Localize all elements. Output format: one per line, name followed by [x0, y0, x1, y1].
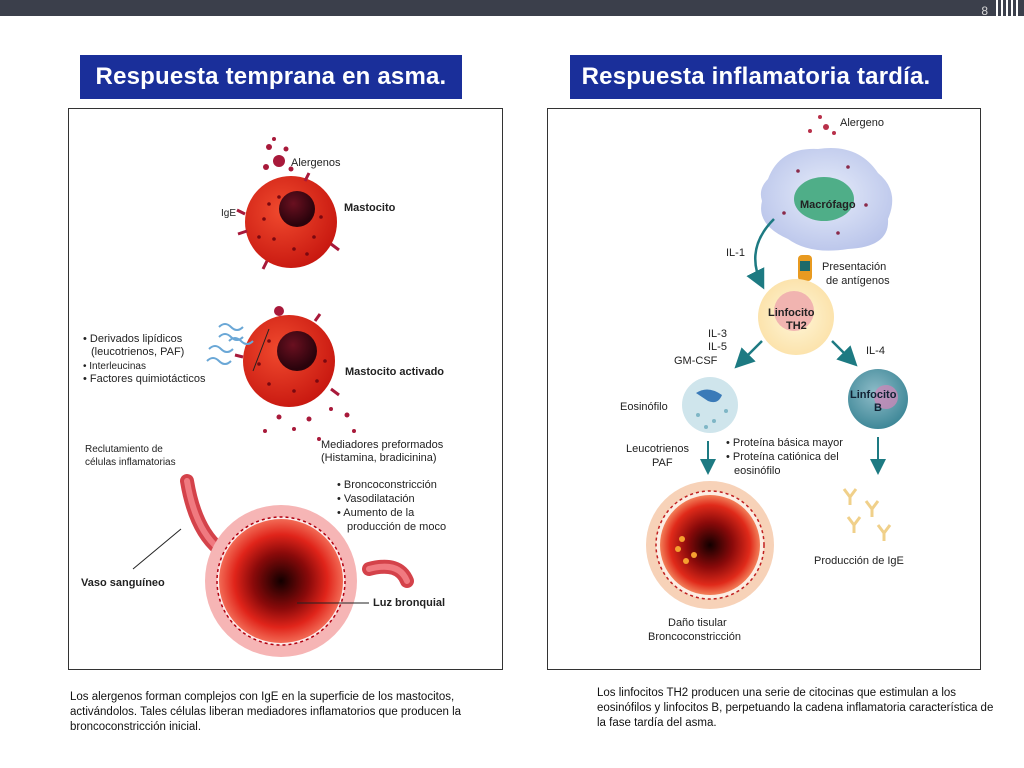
right-title: Respuesta inflamatoria tardía. — [570, 55, 942, 99]
late-response-diagram — [646, 115, 908, 609]
label-factores: • Factores quimiotácticos — [83, 373, 206, 385]
label-efecto-2: • Vasodilatación — [337, 493, 415, 505]
arrow-to-bcell — [831, 340, 858, 367]
label-gmcsf: GM-CSF — [674, 355, 718, 367]
eosinophil — [682, 377, 738, 433]
early-response-panel: Alergenos IgE Mastocito • Derivados lipí… — [68, 108, 503, 670]
antigen-presentation — [798, 255, 812, 281]
label-proteina-3: eosinófilo — [734, 465, 781, 477]
b-lymphocyte — [848, 369, 908, 429]
page-number: 8 — [981, 4, 988, 18]
activated-mast-cell — [206, 306, 356, 441]
late-response-panel: Alergeno Macrófago IL-1 Presentación de … — [547, 108, 981, 670]
label-efecto-3: • Aumento de la — [337, 507, 415, 519]
arrow-to-eosinophil — [734, 340, 763, 369]
label-derivados-1: • Derivados lipídicos — [83, 333, 183, 345]
mast-cell — [236, 172, 340, 270]
macrophage — [760, 148, 893, 251]
label-ige: IgE — [221, 208, 237, 219]
label-paf: PAF — [652, 457, 673, 469]
label-macrofago: Macrófago — [800, 199, 856, 211]
label-luz: Luz bronquial — [373, 597, 446, 609]
left-title: Respuesta temprana en asma. — [80, 55, 462, 99]
label-alergenos: Alergenos — [291, 157, 341, 169]
label-alergeno: Alergeno — [840, 117, 885, 129]
corner-stripes — [996, 0, 1018, 16]
label-vaso: Vaso sanguíneo — [81, 577, 165, 589]
label-linfocito-b-2: B — [874, 402, 882, 414]
right-caption: Los linfocitos TH2 producen una serie de… — [597, 687, 994, 729]
label-presentacion-1: Presentación — [822, 261, 887, 273]
il1-arrow — [746, 218, 775, 290]
label-linfocito-b-1: Linfocito — [850, 389, 897, 401]
label-efecto-1: • Broncoconstricción — [337, 479, 437, 491]
label-proteina-2: • Proteína catiónica del — [726, 451, 839, 463]
ige-antibodies — [842, 488, 892, 541]
label-interleucinas: • Interleucinas — [83, 361, 146, 372]
label-derivados-2: (leucotrienos, PAF) — [91, 346, 185, 358]
label-mediadores-1: Mediadores preformados — [321, 439, 444, 451]
label-produccion-ige: Producción de IgE — [814, 555, 904, 567]
label-th2-2: TH2 — [786, 320, 807, 332]
early-response-diagram — [132, 137, 414, 657]
label-il1: IL-1 — [726, 247, 745, 259]
left-caption: Los alergenos forman complejos con IgE e… — [70, 691, 462, 733]
label-efecto-4: producción de moco — [347, 521, 447, 533]
label-mastocito: Mastocito — [344, 202, 396, 214]
label-reclutamiento-1: Reclutamiento de — [85, 444, 163, 455]
label-proteina-1: • Proteína básica mayor — [726, 437, 843, 449]
label-il5: IL-5 — [708, 341, 727, 353]
top-bar — [0, 0, 1024, 16]
label-presentacion-2: de antígenos — [826, 275, 890, 287]
label-eosinofilo: Eosinófilo — [620, 401, 668, 413]
label-il4: IL-4 — [866, 345, 885, 357]
allergen-dots — [808, 115, 836, 135]
label-reclutamiento-2: células inflamatorias — [85, 457, 176, 468]
label-mediadores-2: (Histamina, bradicinina) — [321, 452, 437, 464]
damaged-airway — [646, 481, 774, 609]
label-dano-2: Broncoconstricción — [648, 631, 741, 643]
bronchial-airway — [205, 505, 369, 657]
allergen-particles — [263, 137, 294, 172]
label-il3: IL-3 — [708, 328, 727, 340]
th2-lymphocyte — [758, 279, 834, 355]
label-leucotrienos: Leucotrienos — [626, 443, 689, 455]
label-th2-1: Linfocito — [768, 307, 815, 319]
label-mastocito-activado: Mastocito activado — [345, 366, 445, 378]
label-dano-1: Daño tisular — [668, 617, 727, 629]
